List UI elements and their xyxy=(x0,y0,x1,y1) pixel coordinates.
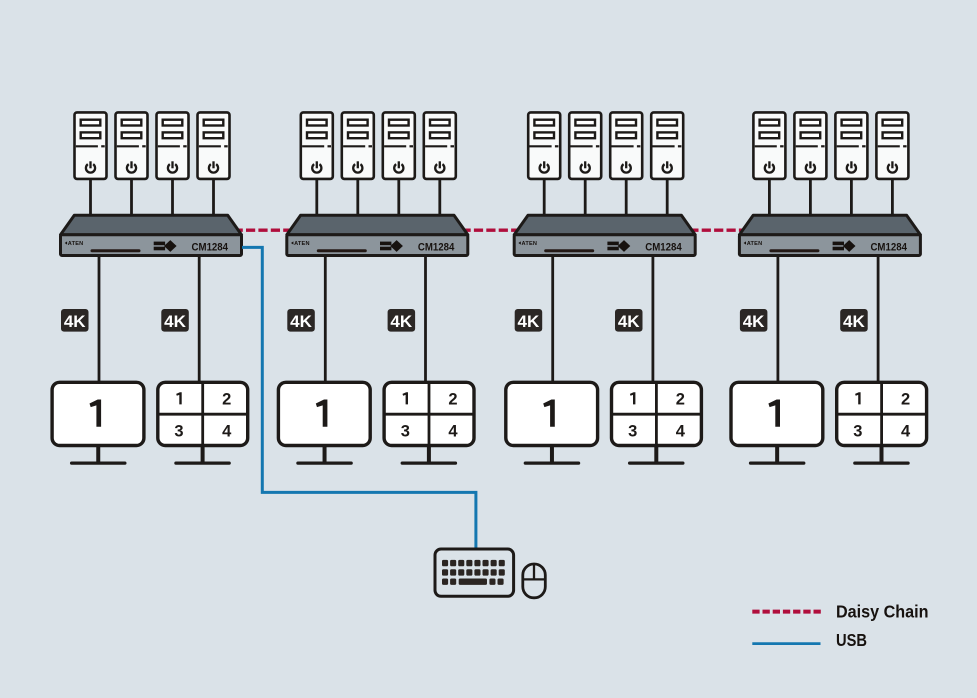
svg-text:Daisy Chain: Daisy Chain xyxy=(836,602,929,622)
svg-text:USB: USB xyxy=(836,630,867,650)
